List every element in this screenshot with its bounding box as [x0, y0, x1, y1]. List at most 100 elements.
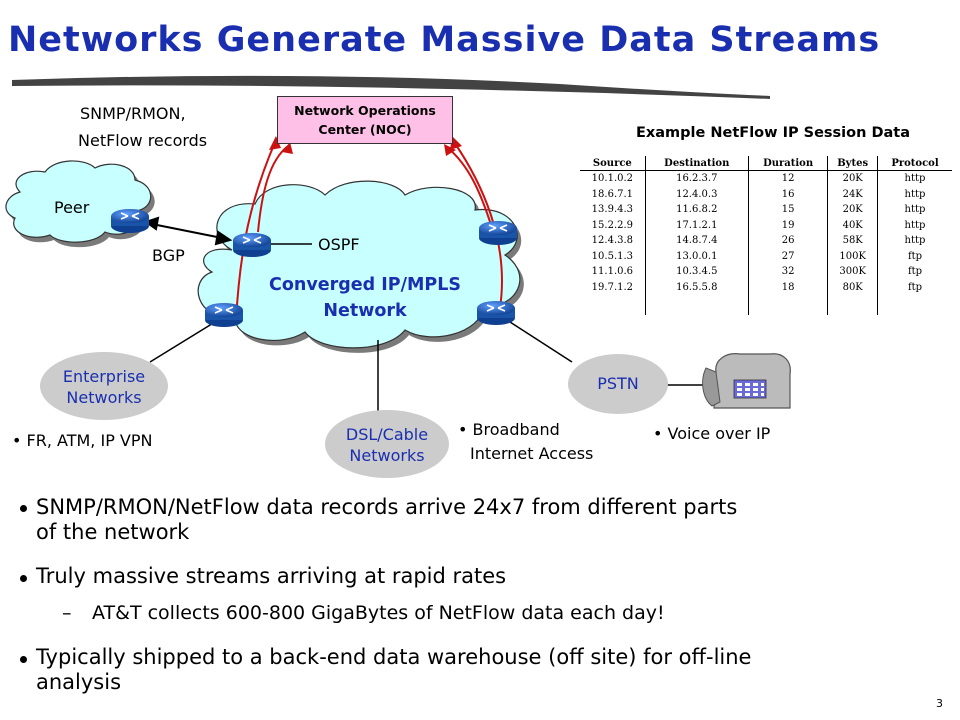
- bullet-dot-1: [20, 505, 27, 512]
- broadband-line1: Broadband: [472, 420, 560, 439]
- enterprise-line2: Networks: [66, 388, 142, 407]
- cell: 300K: [827, 264, 878, 280]
- netflow-table: Source Destination Duration Bytes Protoc…: [580, 156, 952, 315]
- enterprise-note: • FR, ATM, IP VPN: [12, 431, 153, 450]
- cell: 20K: [827, 202, 878, 218]
- noc-line1: Network Operations: [294, 103, 436, 118]
- cell: 13.9.4.3: [591, 204, 634, 216]
- broadband-line2: Internet Access: [470, 444, 594, 463]
- cell: 11.1.0.6: [591, 266, 634, 278]
- bullet-dot-3: [20, 656, 27, 663]
- bullet-3: Typically shipped to a back-end data war…: [36, 645, 751, 695]
- cell: 15.2.2.9: [591, 219, 634, 231]
- cell: [877, 295, 952, 315]
- cell: ftp: [877, 279, 952, 295]
- cell: 10.3.4.5: [644, 264, 749, 280]
- cell: 12.4.3.8: [591, 235, 634, 247]
- cell: 12.4.0.3: [644, 186, 749, 202]
- arrowhead-4: [450, 136, 462, 150]
- voip-text: Voice over IP: [667, 424, 771, 443]
- title-underline: [12, 75, 770, 99]
- slide-title: Networks Generate Massive Data Streams: [8, 20, 881, 60]
- cell: 18.6.7.1: [591, 188, 634, 200]
- page-number: 3: [936, 697, 943, 710]
- bgp-arrow: [143, 216, 233, 246]
- dsl-ellipse: [325, 410, 449, 478]
- router-enterprise: [204, 302, 244, 328]
- ospf-label: OSPF: [318, 235, 360, 254]
- cell: 27: [747, 248, 828, 264]
- col-source: Source: [580, 156, 646, 171]
- arrowhead-2: [282, 142, 293, 154]
- telephone-icon: [702, 353, 791, 409]
- cell: 11.6.8.2: [644, 202, 749, 218]
- flow-export-3: [447, 147, 493, 229]
- enterprise-note-text: FR, ATM, IP VPN: [26, 431, 153, 450]
- cell: 24K: [827, 186, 878, 202]
- flow-export-4: [453, 141, 503, 309]
- cell: [580, 295, 645, 315]
- link-pstn: [509, 321, 573, 363]
- flow-export-1: [235, 139, 277, 321]
- cell: [747, 295, 828, 315]
- core-network-label: Converged IP/MPLS Network: [240, 272, 490, 324]
- noc-line2: Center (NOC): [318, 122, 412, 137]
- dsl-line1: DSL/Cable: [345, 425, 429, 444]
- cell: 16.2.3.7: [644, 170, 749, 187]
- router-ospf: [232, 232, 272, 258]
- netflow-header-row: Source Destination Duration Bytes Protoc…: [580, 156, 952, 171]
- flow-export-2: [257, 145, 289, 233]
- router-peer: [110, 208, 150, 234]
- link-enterprise: [149, 321, 216, 363]
- cell: 14.8.7.4: [644, 233, 749, 249]
- cell: 10.5.1.3: [591, 250, 634, 262]
- cell: 17.1.2.1: [644, 217, 749, 233]
- snmp-label-line2: NetFlow records: [78, 131, 208, 150]
- cell: 15: [747, 202, 828, 218]
- col-duration: Duration: [747, 156, 828, 171]
- cell: 100K: [827, 248, 878, 264]
- cell: 16: [747, 186, 828, 202]
- bullet-1: SNMP/RMON/NetFlow data records arrive 24…: [36, 495, 737, 545]
- cell: 10.1.0.2: [591, 173, 634, 185]
- voip-note: • Voice over IP: [653, 424, 771, 443]
- bgp-label: BGP: [152, 246, 185, 265]
- bullet-3-line1: Typically shipped to a back-end data war…: [36, 645, 752, 669]
- pstn-ellipse: [568, 354, 668, 414]
- cell: [827, 295, 878, 315]
- cell: 18: [747, 279, 828, 295]
- cell: ftp: [877, 248, 952, 264]
- dsl-line2: Networks: [349, 446, 425, 465]
- core-label-line2: Network: [323, 301, 407, 321]
- cell: http: [877, 233, 952, 249]
- pstn-label: PSTN: [597, 374, 639, 393]
- cell: 20K: [827, 170, 878, 187]
- enterprise-ellipse: [40, 352, 168, 420]
- cell: 12: [747, 170, 828, 187]
- core-network-cloud: [197, 180, 524, 353]
- bullet-2-sub: AT&T collects 600-800 GigaBytes of NetFl…: [92, 602, 665, 624]
- broadband-note: • Broadband Internet Access: [458, 418, 593, 466]
- col-bytes: Bytes: [827, 156, 878, 171]
- enterprise-line1: Enterprise: [62, 367, 146, 386]
- noc-box: Network Operations Center (NOC): [277, 96, 453, 144]
- netflow-caption: Example NetFlow IP Session Data: [636, 125, 911, 141]
- cell: 19.7.1.2: [591, 281, 634, 293]
- cell: ftp: [877, 264, 952, 280]
- snmp-label-line1: SNMP/RMON,: [80, 104, 186, 123]
- cell: 40K: [827, 217, 878, 233]
- cell: 19: [747, 217, 828, 233]
- arrowhead-1: [269, 136, 281, 150]
- dsl-label: DSL/Cable Networks: [325, 424, 449, 466]
- cell: http: [877, 186, 952, 202]
- cell: 13.0.0.1: [644, 248, 749, 264]
- cell: http: [877, 217, 952, 233]
- cell: 16.5.5.8: [644, 279, 749, 295]
